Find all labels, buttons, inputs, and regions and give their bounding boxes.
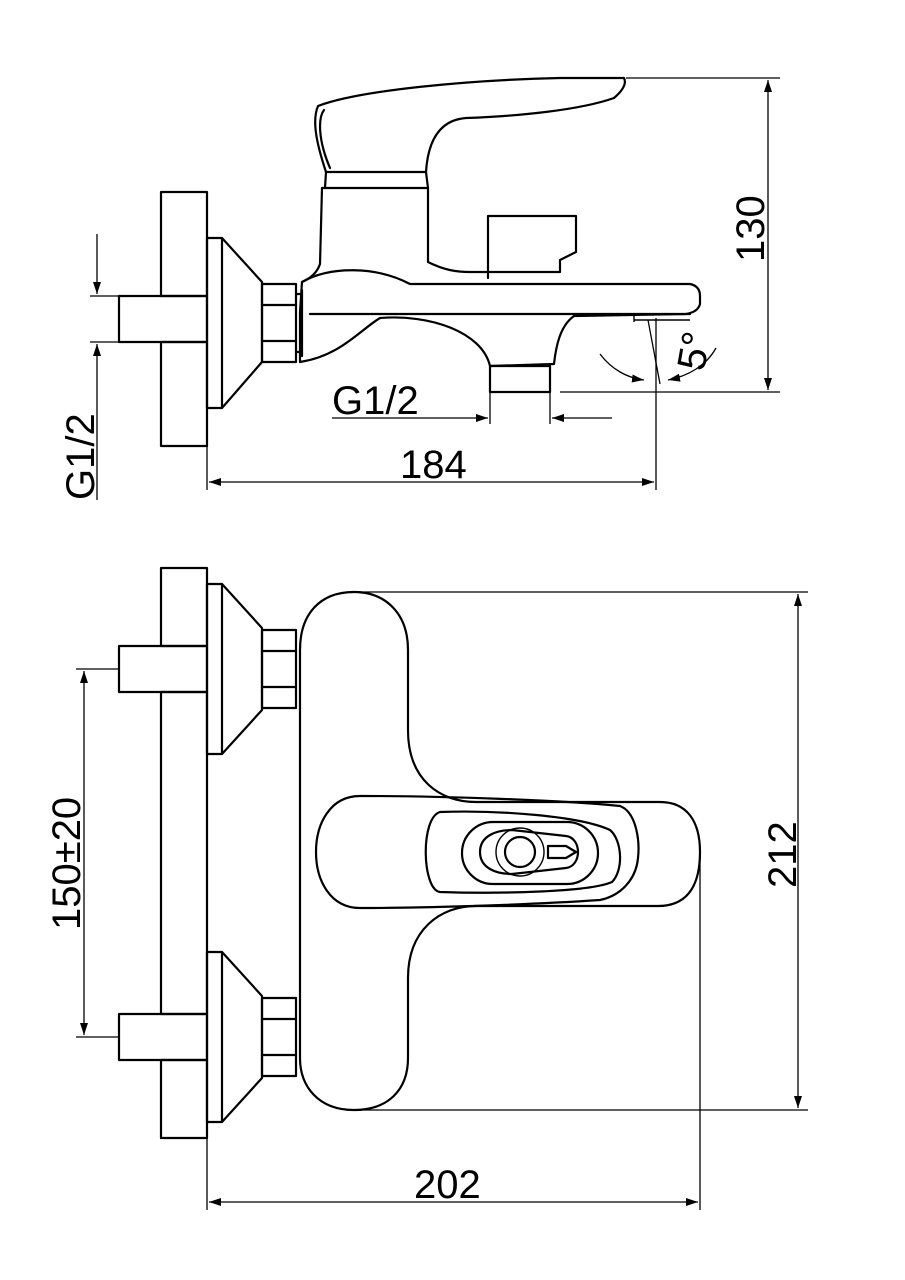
outlet-thread-side: [488, 364, 552, 394]
faucet-body-side: [298, 269, 702, 368]
wall-section-top: [159, 566, 209, 1140]
hex-nut-side: [260, 282, 304, 364]
handle-lever-side: [314, 76, 626, 174]
dim-inlet-thread-label: G1/2: [59, 413, 103, 500]
inlet-pipe-top-upper: [117, 644, 209, 694]
dim-inlet-spacing: 150±20: [45, 668, 119, 1038]
dim-width-184: 184: [206, 318, 657, 490]
hex-nut-top-lower: [260, 996, 298, 1078]
dim-height-130-label: 130: [729, 195, 773, 262]
dim-spout-angle: 5°: [599, 319, 720, 385]
dim-width-184-label: 184: [400, 443, 467, 487]
inlet-pipe-side: [117, 294, 209, 344]
side-view: 130 184 G1/2 G1/2: [59, 76, 780, 500]
escutcheon-top-upper: [205, 582, 264, 756]
dim-width-202: 202: [206, 852, 701, 1210]
handle-lever-top: [314, 794, 640, 910]
dim-spout-angle-label: 5°: [670, 328, 720, 373]
cartridge-cap-top: [460, 820, 600, 886]
dim-height-130: 130: [560, 77, 780, 393]
escutcheon-top-lower: [205, 950, 264, 1124]
escutcheon-side: [205, 236, 264, 410]
hex-nut-top-upper: [260, 628, 298, 710]
top-view: 212 202 150±20: [45, 566, 808, 1210]
inlet-pipe-top-lower: [117, 1012, 209, 1062]
dim-height-212: 212: [354, 591, 808, 1111]
cartridge-body-side: [320, 186, 578, 280]
dim-outlet-thread-label: G1/2: [332, 379, 419, 423]
dim-width-202-label: 202: [414, 1163, 481, 1207]
dim-inlet-spacing-label: 150±20: [45, 797, 89, 930]
faucet-body-top: [298, 590, 702, 1112]
dim-height-212-label: 212: [761, 821, 805, 888]
dim-outlet-thread: G1/2: [332, 379, 612, 424]
dim-inlet-thread: G1/2: [59, 234, 119, 500]
wall-section-side: [159, 190, 209, 448]
